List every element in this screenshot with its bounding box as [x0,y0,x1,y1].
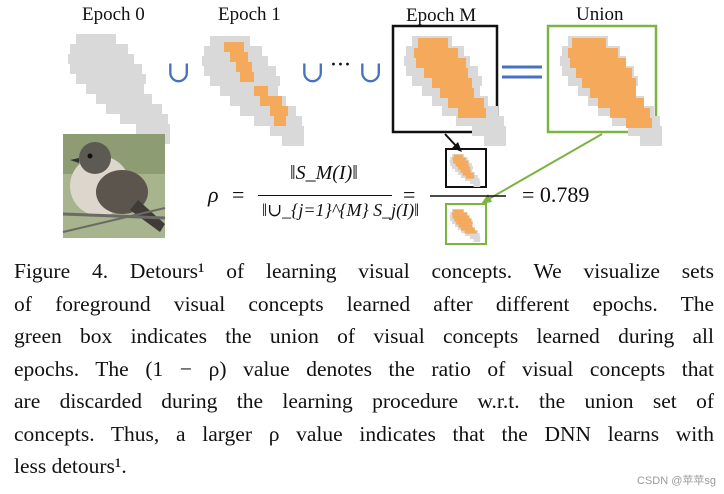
formula-equals: = [232,182,245,207]
mask-union [560,36,662,146]
union-symbol-2: ∪ [300,55,325,90]
label-union: Union [576,4,624,25]
caption-line-7: less detours¹. [14,454,127,478]
union-symbol-3: ∪ [358,55,383,90]
epoch-m-frame [391,24,499,134]
small-epoch-m-frame [445,148,487,188]
mask-epoch-m [404,36,506,146]
formula-equals-2: = [403,182,416,207]
caption-line-1: Figure 4. Detours¹ of learning visual co… [14,259,714,283]
formula-denominator: ‖∪_{j=1}^{M} S_j(I)‖ [262,200,420,220]
formula-rho: ρ [208,182,219,207]
label-epoch-0: Epoch 0 [82,4,145,25]
formula-fraction-bar [258,195,392,196]
small-union-frame [445,203,487,245]
caption-line-6: concepts. Thus, a larger ρ value indicat… [14,421,714,446]
mask-epoch-0 [68,34,170,144]
bird-photo [62,134,166,238]
figure-panels: ∪ ∪ ··· ∪ [62,24,662,245]
label-epoch-m: Epoch M [406,5,477,26]
figure-caption: Figure 4. Detours¹ of learning visual co… [14,255,714,483]
watermark: CSDN @苹苹sg [636,475,716,487]
caption-line-2: of foreground visual concepts learned af… [14,291,714,316]
union-frame [546,24,658,134]
union-symbol-1: ∪ [166,55,191,90]
formula-numerator: ‖S_M(I)‖ [290,162,358,184]
formula-result: = 0.789 [522,182,590,207]
ellipsis: ··· [330,53,351,78]
caption-line-3: green box indicates the union of visual … [14,324,714,348]
label-epoch-1: Epoch 1 [218,4,281,25]
mask-epoch-1 [202,36,304,146]
caption-line-4: epochs. The (1 − ρ) value denotes the ra… [14,356,714,381]
caption-line-5: are discarded during the learning proced… [14,389,714,413]
